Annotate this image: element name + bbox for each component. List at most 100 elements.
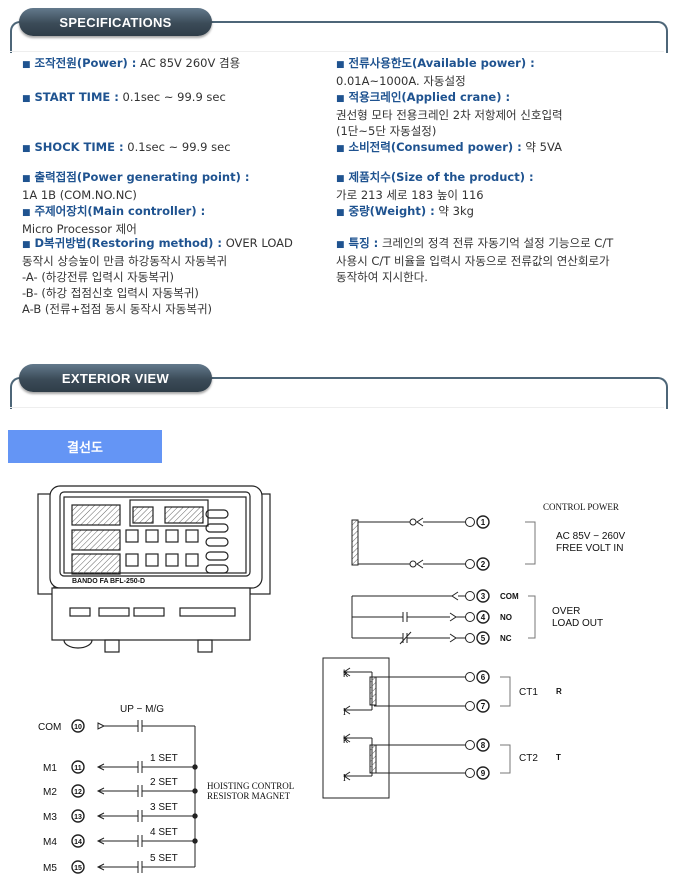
bullet-icon: ■ <box>336 240 345 250</box>
exterior-frame <box>10 377 668 409</box>
spec-value: AC 85V 260V 겸용 <box>140 56 241 70</box>
spec-label: 주제어장치(Main controller) : <box>34 204 206 218</box>
no-label: NO <box>500 613 512 622</box>
terminal-number-circle <box>71 760 85 774</box>
terminal-number: 13 <box>74 814 82 821</box>
device-brand: BANDO FA <box>72 578 109 585</box>
com-label: COM <box>500 592 519 601</box>
load-out-label: LOAD OUT <box>552 618 603 629</box>
spec-label: 제품치수(Size of the product) : <box>348 170 534 184</box>
spec-line: -A- (하강전류 입력시 자동복귀) <box>22 270 174 284</box>
bullet-icon: ■ <box>22 174 31 184</box>
com-left-label: COM <box>38 722 61 733</box>
spec-label: 소비전력(Consumed power) : <box>348 140 522 154</box>
spec-value: 약 3kg <box>438 204 474 218</box>
ac-range-label: AC 85V − 260V <box>556 531 626 542</box>
bullet-icon: ■ <box>336 174 345 184</box>
bullet-icon: ■ <box>22 60 31 70</box>
spec-line: -B- (하강 접점신호 입력시 자동복귀) <box>22 286 199 300</box>
terminal-number: 15 <box>74 865 82 872</box>
bullet-icon: ■ <box>336 60 345 70</box>
magnet-label: M5 <box>43 863 57 874</box>
terminal-number: 14 <box>74 839 82 846</box>
ct1-l-label: l <box>343 707 346 718</box>
junction-dot <box>192 838 198 844</box>
ct2-l-label: l <box>343 773 346 784</box>
ct2-k-label: k <box>343 735 349 746</box>
terminal-number: 7 <box>481 702 486 711</box>
spec-line: (1단~5단 자동설정) <box>336 124 437 138</box>
set-label: 2 SET <box>150 777 178 788</box>
terminal-number: 6 <box>481 673 486 682</box>
spec-value: 약 5VA <box>525 140 562 154</box>
specifications-frame <box>10 21 668 53</box>
spec-value: 크레인의 정격 전류 자동기억 설정 기능으로 C/T <box>381 236 614 250</box>
magnet-label: M4 <box>43 837 57 848</box>
terminal-number-circle <box>71 834 85 848</box>
tab-wiring-diagram[interactable]: 결선도 <box>8 430 162 463</box>
set-label: 4 SET <box>150 827 178 838</box>
spec-label: 적용크레인(Applied crane) : <box>348 90 511 104</box>
terminal-number: 8 <box>481 741 486 750</box>
spec-value: 0.1sec ~ 99.9 sec <box>122 90 226 104</box>
spec-item: ■중량(Weight) : 약 3kg <box>336 203 474 221</box>
bullet-icon: ■ <box>336 144 345 154</box>
terminal-number-circle <box>71 860 85 874</box>
terminal-number: 2 <box>481 560 486 569</box>
control-power-label: CONTROL POWER <box>543 502 619 512</box>
junction-dot <box>192 764 198 770</box>
over-label: OVER <box>552 606 580 617</box>
terminal-connector-icon <box>465 701 475 711</box>
ct1-phase: R <box>556 687 562 696</box>
set-label: 3 SET <box>150 802 178 813</box>
terminal-number-circle <box>71 784 85 798</box>
terminal-number: 11 <box>74 765 82 772</box>
terminal-number-circle <box>71 809 85 823</box>
hoisting-label-2: RESISTOR MAGNET <box>207 791 291 801</box>
terminal-number-circle <box>476 670 490 684</box>
terminal-connector-icon <box>465 612 475 622</box>
divider <box>10 407 664 408</box>
terminal-number-circle <box>476 557 490 571</box>
spec-item: ■제품치수(Size of the product) : 가로 213 세로 1… <box>336 169 534 203</box>
spec-label: START TIME : <box>34 90 119 104</box>
terminal-number-circle <box>476 699 490 713</box>
terminal-number: 10 <box>74 724 82 731</box>
spec-line: A-B (전류+접점 동시 동작시 자동복귀) <box>22 302 213 316</box>
magnet-label: M2 <box>43 787 57 798</box>
bullet-icon: ■ <box>22 240 31 250</box>
terminal-number: 4 <box>481 613 486 622</box>
spec-item: ■출력접점(Power generating point) : 1A 1B (C… <box>22 169 249 203</box>
terminal-number-circle <box>476 589 490 603</box>
spec-label: SHOCK TIME : <box>34 140 124 154</box>
junction-dot <box>192 813 198 819</box>
device-illustration <box>37 485 271 653</box>
spec-label: 전류사용한도(Available power) : <box>348 56 535 70</box>
terminal-connector-icon <box>465 740 475 750</box>
terminal-number: 1 <box>481 518 486 527</box>
terminal-connector-icon <box>465 672 475 682</box>
divider <box>10 51 664 52</box>
terminal-number-circle <box>476 631 490 645</box>
spec-label: 조작전원(Power) : <box>34 56 137 70</box>
bullet-icon: ■ <box>336 94 345 104</box>
terminal-number-circle <box>476 610 490 624</box>
spec-item: ■적용크레인(Applied crane) : 권선형 모타 전용크레인 2차 … <box>336 89 563 139</box>
terminal-number-circle <box>476 515 490 529</box>
terminal-connector-icon <box>465 559 475 569</box>
spec-label: 중량(Weight) : <box>348 204 435 218</box>
ct1-label: CT1 <box>519 687 538 698</box>
junction-dot <box>192 788 198 794</box>
set-label: 1 SET <box>150 753 178 764</box>
terminal-number: 9 <box>481 769 486 778</box>
spec-item: ■SHOCK TIME : 0.1sec ~ 99.9 sec <box>22 139 231 157</box>
spec-item: ■주제어장치(Main controller) : Micro Processo… <box>22 203 205 237</box>
terminal-connector-icon <box>465 517 475 527</box>
up-mg-label: UP − M/G <box>120 704 164 715</box>
exterior-view-heading: EXTERIOR VIEW <box>19 364 212 392</box>
spec-value: 0.1sec ~ 99.9 sec <box>127 140 231 154</box>
